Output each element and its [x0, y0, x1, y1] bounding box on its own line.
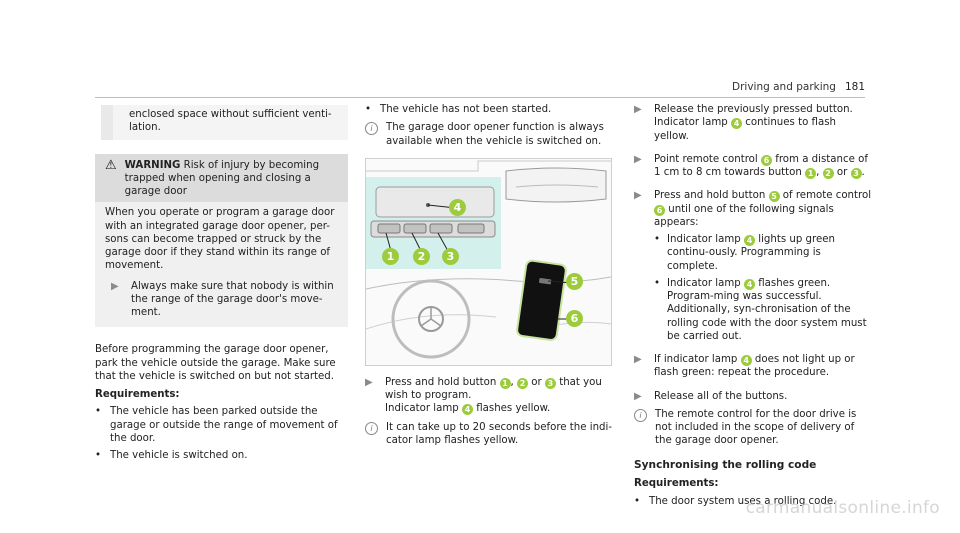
continued-text: enclosed space without sufficient venti-… — [129, 109, 332, 134]
header-section: Driving and parking — [732, 81, 836, 93]
header-rule — [95, 97, 865, 98]
step-text: Release the previously pressed button. I… — [654, 104, 853, 142]
info-note: i It can take up to 20 seconds before the… — [365, 421, 614, 448]
bullet-icon: • — [654, 277, 661, 289]
warning-box: ⚠ WARNING Risk of injury by becoming tra… — [95, 153, 348, 328]
watermark: carmanualsonline.info — [745, 497, 940, 518]
marker-6: 6 — [761, 154, 772, 166]
bullet-icon: • — [95, 450, 102, 461]
instruction-step: ▶ Press and hold button 5 of remote cont… — [634, 189, 872, 343]
step-arrow-icon: ▶ — [365, 376, 373, 388]
marker-3: 3 — [850, 168, 862, 179]
warning-header: ⚠ WARNING Risk of injury by becoming tra… — [95, 153, 348, 203]
marker-6: 6 — [566, 309, 583, 327]
marker-3: 3 — [544, 377, 556, 389]
marker-5: 5 — [768, 191, 780, 203]
requirement-item: • The vehicle is switched on. — [95, 449, 348, 462]
requirement-text: The vehicle has been parked outside the … — [110, 406, 338, 444]
marker-2: 2 — [413, 247, 430, 265]
warning-body: When you operate or program a garage doo… — [95, 202, 348, 327]
marker-1: 1 — [805, 168, 817, 179]
bullet-icon: • — [654, 234, 661, 245]
step-arrow-icon: ▶ — [634, 354, 642, 365]
running-header: Driving and parking 181 — [732, 81, 865, 95]
marker-4: 4 — [461, 404, 473, 416]
info-text: The garage door opener function is alway… — [386, 122, 604, 147]
instruction-step: ▶ Point remote control 6 from a distance… — [634, 153, 872, 180]
marker-4: 4 — [744, 278, 755, 290]
step-text: Press and hold button 5 of remote contro… — [654, 190, 872, 342]
interior-illustration: 4 1 2 3 5 6 — [365, 157, 612, 366]
info-note: i The garage door opener function is alwa… — [365, 121, 614, 148]
info-text: It can take up to 20 seconds before the … — [386, 421, 613, 446]
info-icon: i — [634, 408, 647, 422]
continued-warning-box: enclosed space without sufficient venti-… — [95, 105, 348, 140]
column-1: enclosed space without sufficient venti-… — [95, 100, 348, 462]
instruction-step: ▶ If indicator lamp 4 does not light up … — [634, 353, 872, 380]
marker-4: 4 — [449, 198, 466, 216]
warning-step-text: Always make sure that nobody is within t… — [131, 280, 334, 319]
requirements-heading: Requirements: — [634, 478, 719, 490]
requirement-text: The vehicle has not been started. — [380, 104, 552, 115]
step-arrow-icon: ▶ — [634, 153, 642, 165]
step-text: If indicator lamp 4 does not light up or… — [654, 354, 855, 379]
section-title: Synchronising the rolling code — [634, 458, 817, 471]
step-arrow-icon: ▶ — [111, 280, 119, 292]
marker-1: 1 — [382, 247, 399, 265]
requirement-item: • The vehicle has been parked outside the… — [95, 405, 348, 445]
marker-2: 2 — [822, 168, 834, 179]
info-icon: i — [365, 122, 378, 136]
step-arrow-icon: ▶ — [634, 190, 642, 202]
info-icon: i — [365, 421, 378, 435]
marker-4: 4 — [740, 355, 752, 366]
signal-item: •Indicator lamp 4 lights up green contin… — [654, 234, 835, 272]
warning-label: WARNING — [124, 159, 181, 171]
requirements-heading: Requirements: — [95, 389, 180, 400]
requirement-text: The door system uses a rolling code. — [649, 495, 837, 507]
instruction-step: ▶ Release all of the buttons. — [634, 390, 872, 403]
marker-5: 5 — [566, 272, 583, 290]
intro-paragraph: Before programming the garage door opene… — [95, 344, 336, 382]
bullet-icon: • — [95, 406, 102, 418]
signal-item: •Indicator lamp 4 flashes green. Program… — [654, 277, 867, 342]
column-2: • The vehicle has not been started. i The … — [365, 100, 614, 447]
marker-4: 4 — [730, 118, 742, 130]
column-3: ▶ Release the previously pressed button.… — [634, 100, 872, 508]
requirement-text: The vehicle is switched on. — [110, 450, 248, 461]
instruction-step: ▶ Release the previously pressed button.… — [634, 103, 872, 143]
step-text: Press and hold button 1, 2 or 3 that you… — [385, 376, 602, 416]
step-arrow-icon: ▶ — [634, 390, 642, 402]
bullet-icon: • — [634, 495, 641, 507]
step-text: Release all of the buttons. — [654, 390, 788, 402]
bullet-icon: • — [365, 104, 372, 115]
marker-4: 4 — [744, 235, 755, 246]
warning-step: ▶ Always make sure that nobody is within… — [105, 280, 338, 320]
garage-opener-diagram — [366, 160, 611, 359]
instruction-step: ▶ Press and hold button 1, 2 or 3 that y… — [365, 376, 614, 416]
warning-text: When you operate or program a garage doo… — [105, 207, 335, 272]
step-text: Point remote control 6 from a distance o… — [654, 153, 868, 179]
warning-title: Risk of injury by becoming trapped when … — [124, 159, 320, 198]
requirement-item: • The vehicle has not been started. — [365, 103, 614, 116]
marker-3: 3 — [442, 247, 459, 265]
page-number: 181 — [844, 81, 865, 93]
step-arrow-icon: ▶ — [634, 104, 642, 115]
marker-6: 6 — [654, 204, 665, 216]
info-note: i The remote control for the door drive i… — [634, 408, 872, 448]
marker-1: 1 — [499, 377, 511, 389]
marker-2: 2 — [517, 377, 529, 389]
warning-triangle-icon: ⚠ — [105, 157, 117, 173]
requirement-item: • The door system uses a rolling code. — [634, 495, 872, 508]
info-text: The remote control for the door drive is… — [655, 408, 857, 447]
